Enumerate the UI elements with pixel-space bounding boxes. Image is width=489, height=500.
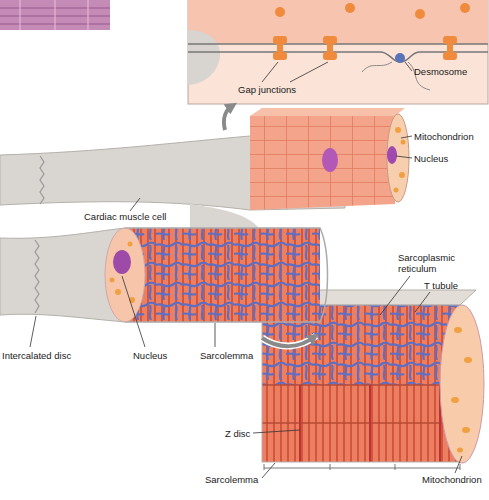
part-label: Nucleus — [133, 350, 167, 361]
part-label: Sarcolemma — [205, 474, 258, 485]
part-label: Mitochondrion — [414, 131, 474, 142]
part-label: Intercalated disc — [2, 350, 71, 361]
part-label: Sarcoplasmic reticulum — [398, 252, 473, 274]
part-label: Sarcolemma — [200, 350, 253, 361]
part-label: Desmosome — [414, 66, 467, 77]
part-label: T tubule — [424, 280, 458, 291]
junction-inset — [188, 0, 488, 104]
muscle-fiber — [30, 228, 328, 347]
part-label: Gap junctions — [238, 84, 296, 95]
part-label: Cardiac muscle cell — [84, 211, 166, 222]
part-label: Mitochondrion — [422, 474, 482, 485]
micrograph — [0, 0, 110, 30]
part-label: Z disc — [225, 428, 250, 439]
part-label: Nucleus — [414, 153, 448, 164]
